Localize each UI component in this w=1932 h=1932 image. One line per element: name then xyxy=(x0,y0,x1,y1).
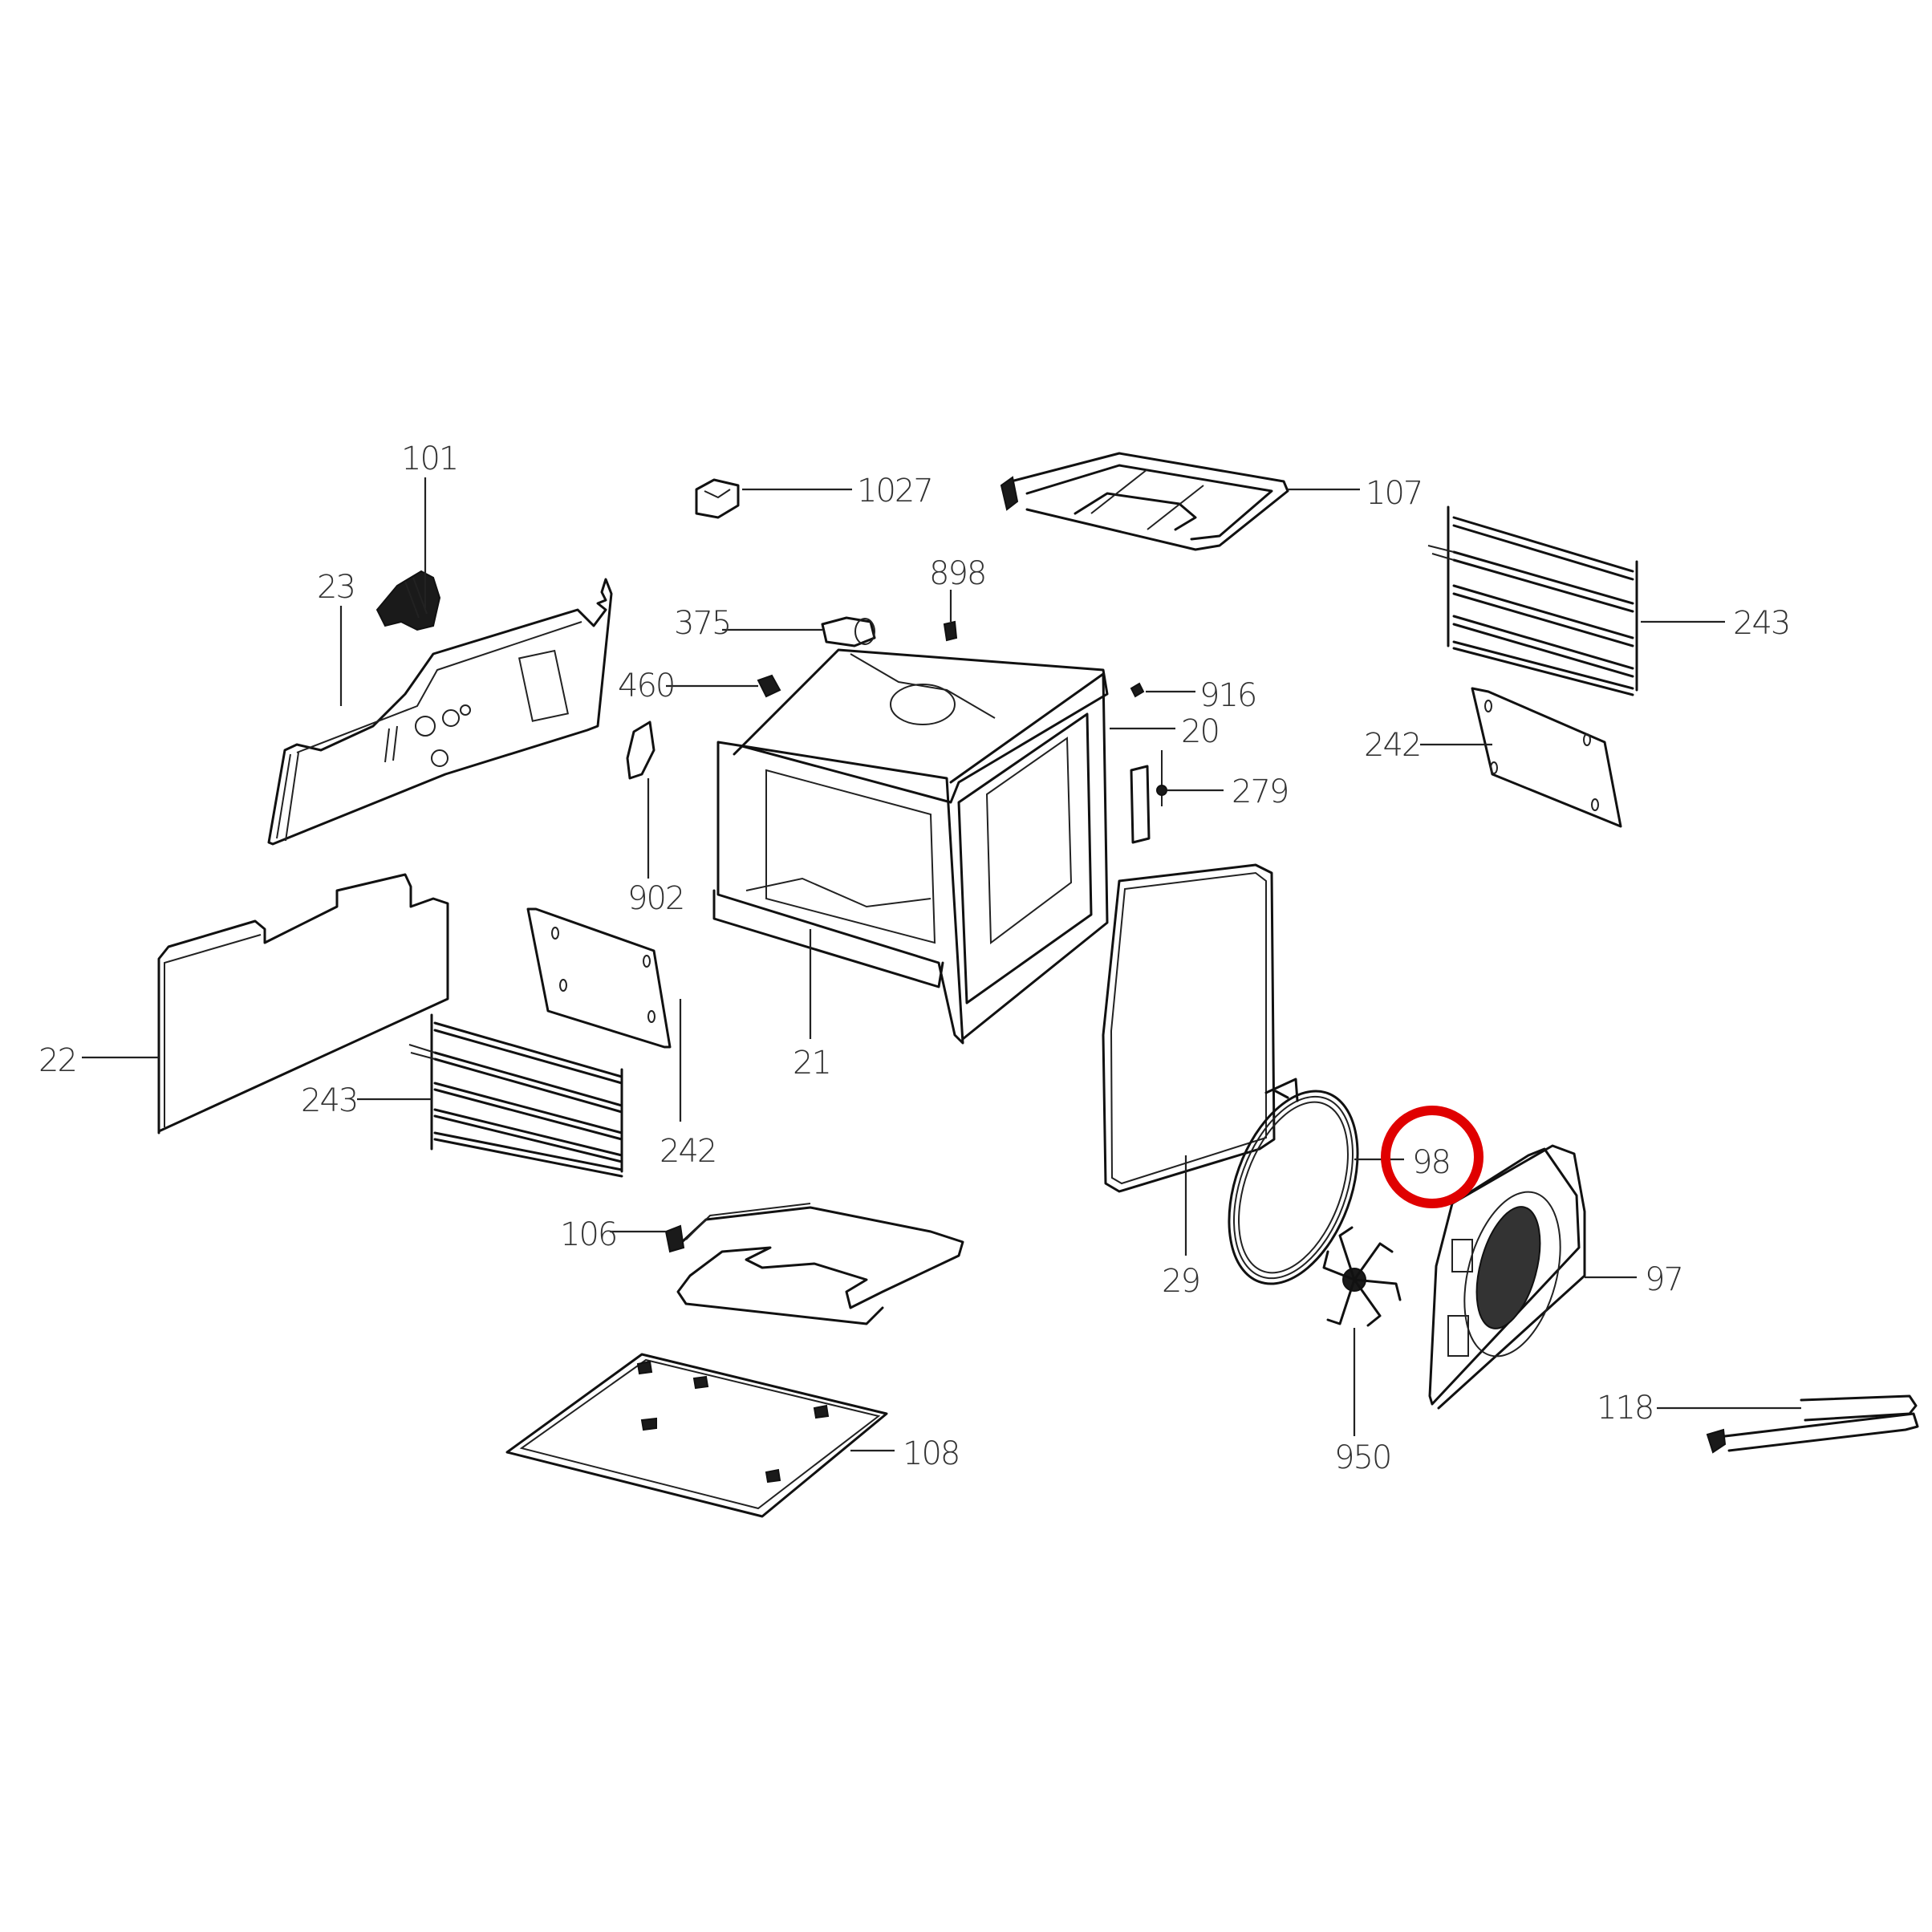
callout-243-right[interactable]: 243 xyxy=(1733,605,1791,642)
part-898-clip xyxy=(943,620,958,642)
part-23-control-panel xyxy=(267,578,613,846)
part-29-door-gasket xyxy=(1102,863,1276,1193)
callout-21[interactable]: 21 xyxy=(793,1045,832,1082)
callout-108[interactable]: 108 xyxy=(903,1435,960,1472)
callout-243-left[interactable]: 243 xyxy=(301,1082,359,1119)
part-242-right-panel xyxy=(1471,687,1622,828)
part-1027-bracket xyxy=(695,478,740,519)
leader-lines xyxy=(82,477,1801,1452)
part-106-bottom-element xyxy=(664,1203,964,1325)
part-950-fan-blade xyxy=(1322,1226,1402,1327)
callout-107[interactable]: 107 xyxy=(1366,475,1423,512)
callout-22[interactable]: 22 xyxy=(39,1042,78,1079)
callout-23[interactable]: 23 xyxy=(317,569,356,606)
part-20-oven-cavity xyxy=(712,648,1109,1045)
part-107-grill-element xyxy=(1000,452,1289,551)
part-902-hinge xyxy=(626,720,656,780)
callout-950[interactable]: 950 xyxy=(1334,1439,1392,1476)
highlight-circle-98 xyxy=(1381,1106,1484,1208)
part-108-bottom-cover xyxy=(505,1353,888,1518)
part-98-circular-heating-element xyxy=(1228,1078,1359,1285)
part-279-thermostat xyxy=(1130,750,1167,844)
part-243-left-shelf-support xyxy=(408,1013,623,1178)
callout-118[interactable]: 118 xyxy=(1597,1390,1654,1427)
part-916-screw xyxy=(1130,682,1145,698)
callout-97[interactable]: 97 xyxy=(1645,1261,1684,1298)
callout-1027[interactable]: 1027 xyxy=(857,473,934,509)
callout-902[interactable]: 902 xyxy=(627,880,685,917)
callout-898[interactable]: 898 xyxy=(929,555,987,592)
part-22-side-panel xyxy=(157,873,449,1134)
callout-101[interactable]: 101 xyxy=(401,440,459,477)
part-460-bracket xyxy=(757,674,781,698)
callout-375[interactable]: 375 xyxy=(674,605,732,642)
callout-242-left[interactable]: 242 xyxy=(660,1133,717,1170)
callout-29[interactable]: 29 xyxy=(1162,1263,1201,1300)
callout-20[interactable]: 20 xyxy=(1181,713,1220,750)
callout-106[interactable]: 106 xyxy=(560,1216,618,1253)
callout-279[interactable]: 279 xyxy=(1232,773,1289,810)
callout-242-right[interactable]: 242 xyxy=(1364,727,1422,764)
part-375-lamp xyxy=(821,616,876,647)
callout-98[interactable]: 98 xyxy=(1412,1144,1451,1181)
callout-916[interactable]: 916 xyxy=(1199,677,1257,714)
part-97-fan-cover xyxy=(1428,1144,1586,1410)
callout-460[interactable]: 460 xyxy=(618,668,676,704)
part-243-right-shelf-support xyxy=(1427,505,1638,696)
callout-labels: 101 23 1027 107 898 375 460 916 20 243 2… xyxy=(39,440,1791,1476)
part-101-selector-switch xyxy=(375,570,441,631)
part-242-left-panel xyxy=(526,907,672,1049)
part-118-heating-rod xyxy=(1706,1394,1919,1454)
